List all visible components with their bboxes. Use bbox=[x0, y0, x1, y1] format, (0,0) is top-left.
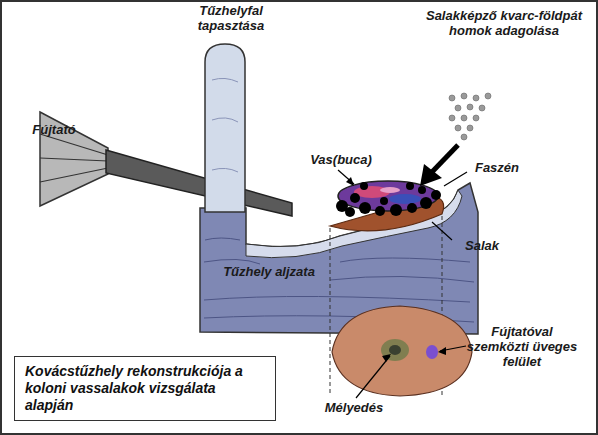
feed-arrow bbox=[420, 145, 458, 186]
glassy-surface-label: Fújtatóval szemközti üveges felület bbox=[466, 324, 578, 369]
bellows bbox=[40, 112, 292, 216]
plan-view bbox=[332, 306, 472, 396]
bellows-label: Fújtató bbox=[14, 122, 94, 137]
wall-texture bbox=[212, 78, 238, 172]
feed-label: Salakképző kvarc-földpát homok adagolása bbox=[420, 8, 588, 38]
wall-label: Tűzhelyfal tapasztása bbox=[183, 3, 279, 33]
leader-lines bbox=[338, 170, 467, 398]
sand-grains bbox=[449, 93, 491, 140]
depression-label: Mélyedés bbox=[312, 400, 396, 415]
hearth-wall bbox=[205, 44, 245, 212]
charcoal bbox=[336, 182, 441, 217]
arrowhead bbox=[346, 177, 354, 186]
hearth-lining bbox=[246, 190, 462, 258]
bloom-label: Vas(buca) bbox=[296, 152, 386, 167]
charcoal-label: Faszén bbox=[466, 160, 528, 175]
arrowhead bbox=[438, 347, 446, 355]
base-texture bbox=[204, 238, 474, 322]
caption-box: Kovácstűzhely rekonstrukciója a koloni v… bbox=[14, 356, 276, 421]
arrowhead bbox=[382, 354, 391, 362]
base-label: Tűzhely aljzata bbox=[214, 264, 324, 279]
slag-label: Salak bbox=[452, 238, 512, 253]
